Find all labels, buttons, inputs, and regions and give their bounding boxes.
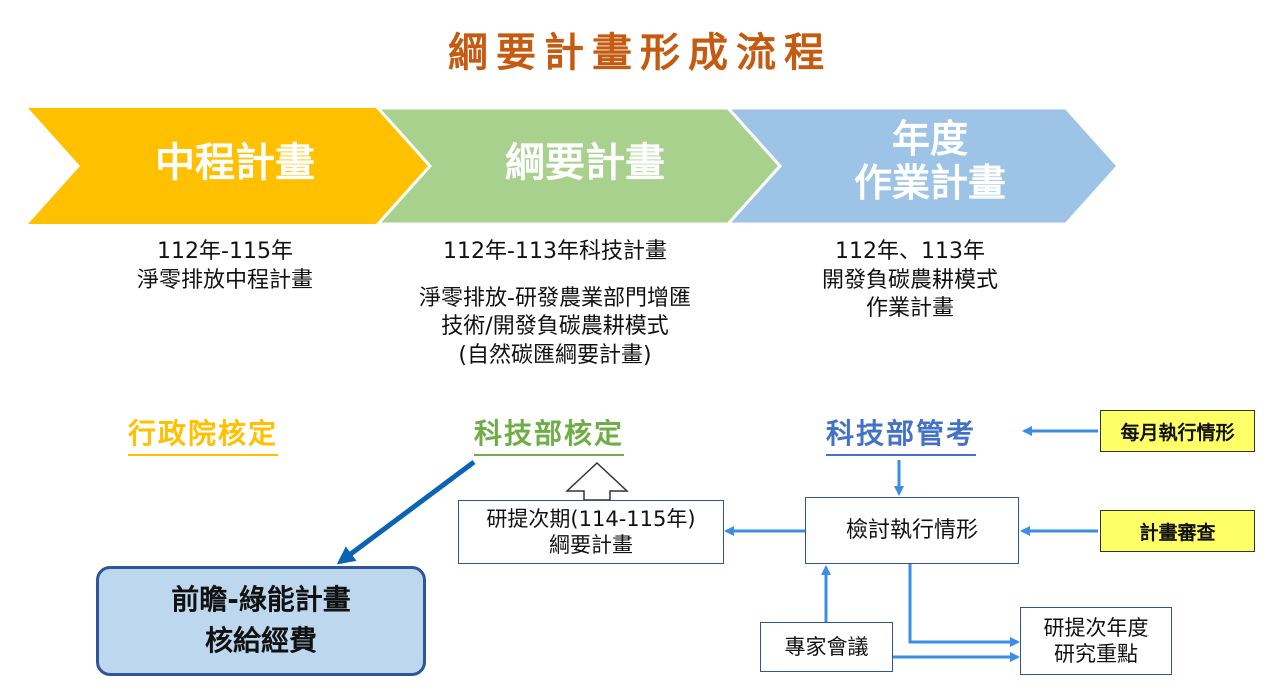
forward-green-energy-box: 前瞻-綠能計畫 核給經費 xyxy=(96,566,426,676)
phase-label-outline: 綱要計畫 xyxy=(505,140,665,186)
arrow-approve-to-funding xyxy=(336,459,476,565)
monthly-status-box: 每月執行情形 xyxy=(1100,410,1255,452)
next-year-focus-box: 研提次年度 研究重點 xyxy=(1020,607,1172,675)
arrow-review-to-nextyear xyxy=(908,564,1020,647)
nstc-management: 科技部管考 xyxy=(826,412,977,456)
phase-chevron-annual xyxy=(724,106,1121,226)
phase3-description: 112年、113年 開發負碳農耕模式 作業計畫 xyxy=(821,239,998,322)
phase-chevron-medium-term xyxy=(28,108,440,224)
page-title: 綱要計畫形成流程 xyxy=(448,30,832,76)
phase1-description: 112年-115年 淨零排放中程計畫 xyxy=(136,239,313,293)
phase-label-medium-term: 中程計畫 xyxy=(155,140,315,186)
next-phase-plan-box: 研提次期(114-115年) 綱要計畫 xyxy=(458,500,724,564)
review-execution-box: 檢討執行情形 xyxy=(805,497,1019,564)
phase-label-annual: 年度 作業計畫 xyxy=(853,117,1006,205)
nstc-approval: 科技部核定 xyxy=(474,412,625,456)
plan-review-box: 計畫審查 xyxy=(1100,510,1255,552)
phase2-description: 112年-113年科技計畫 淨零排放-研發農業部門增匯 技術/開發負碳農耕模式 … xyxy=(419,239,691,368)
hollow-up-arrow xyxy=(565,461,629,501)
expert-meeting-box: 專家會議 xyxy=(760,622,893,672)
executive-yuan-approval: 行政院核定 xyxy=(128,412,279,456)
